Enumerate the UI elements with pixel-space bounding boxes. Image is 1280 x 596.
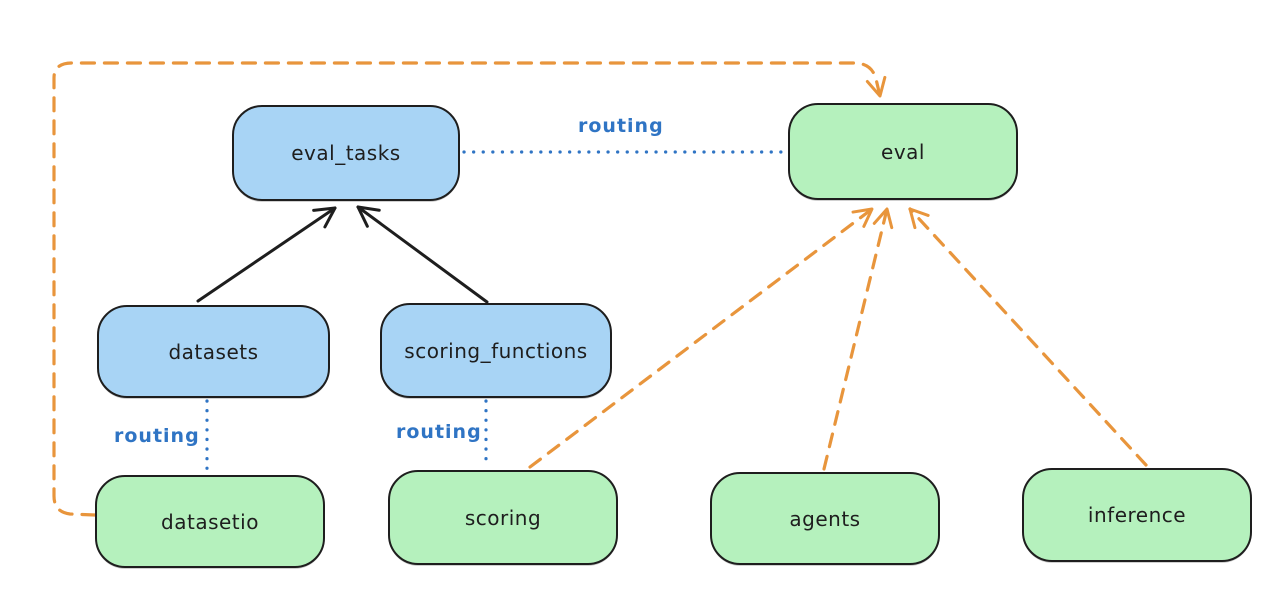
node-scoring: scoring (388, 470, 618, 565)
node-scoring-label: scoring (464, 505, 542, 530)
node-datasetio: datasetio (95, 475, 325, 568)
node-datasets: datasets (97, 305, 330, 398)
routing-label-scoring_functions-scoring: routing (396, 421, 482, 443)
node-agents-label: agents (789, 506, 861, 531)
routing-label-eval_tasks-eval: routing (578, 115, 664, 137)
node-eval: eval (788, 103, 1018, 200)
node-eval_tasks-label: eval_tasks (291, 141, 401, 165)
edge-datasets-to-eval_tasks (196, 206, 337, 303)
node-scoring_functions-label: scoring_functions (404, 338, 588, 363)
edge-scoring-to-eval (528, 207, 874, 469)
node-inference-label: inference (1087, 503, 1187, 527)
edge-scoring_functions-to-eval_tasks (356, 205, 489, 304)
node-eval_tasks: eval_tasks (232, 105, 460, 201)
node-datasets-label: datasets (168, 339, 259, 364)
node-eval-label: eval (881, 139, 925, 164)
node-scoring_functions: scoring_functions (380, 303, 612, 398)
edge-datasetio-to-eval (52, 61, 887, 517)
edge-agents-to-eval (822, 207, 894, 471)
node-datasetio-label: datasetio (161, 509, 259, 534)
node-inference: inference (1022, 468, 1252, 562)
edge-inference-to-eval (908, 207, 1148, 467)
routing-label-datasets-datasetio: routing (114, 425, 200, 447)
node-agents: agents (710, 472, 940, 565)
